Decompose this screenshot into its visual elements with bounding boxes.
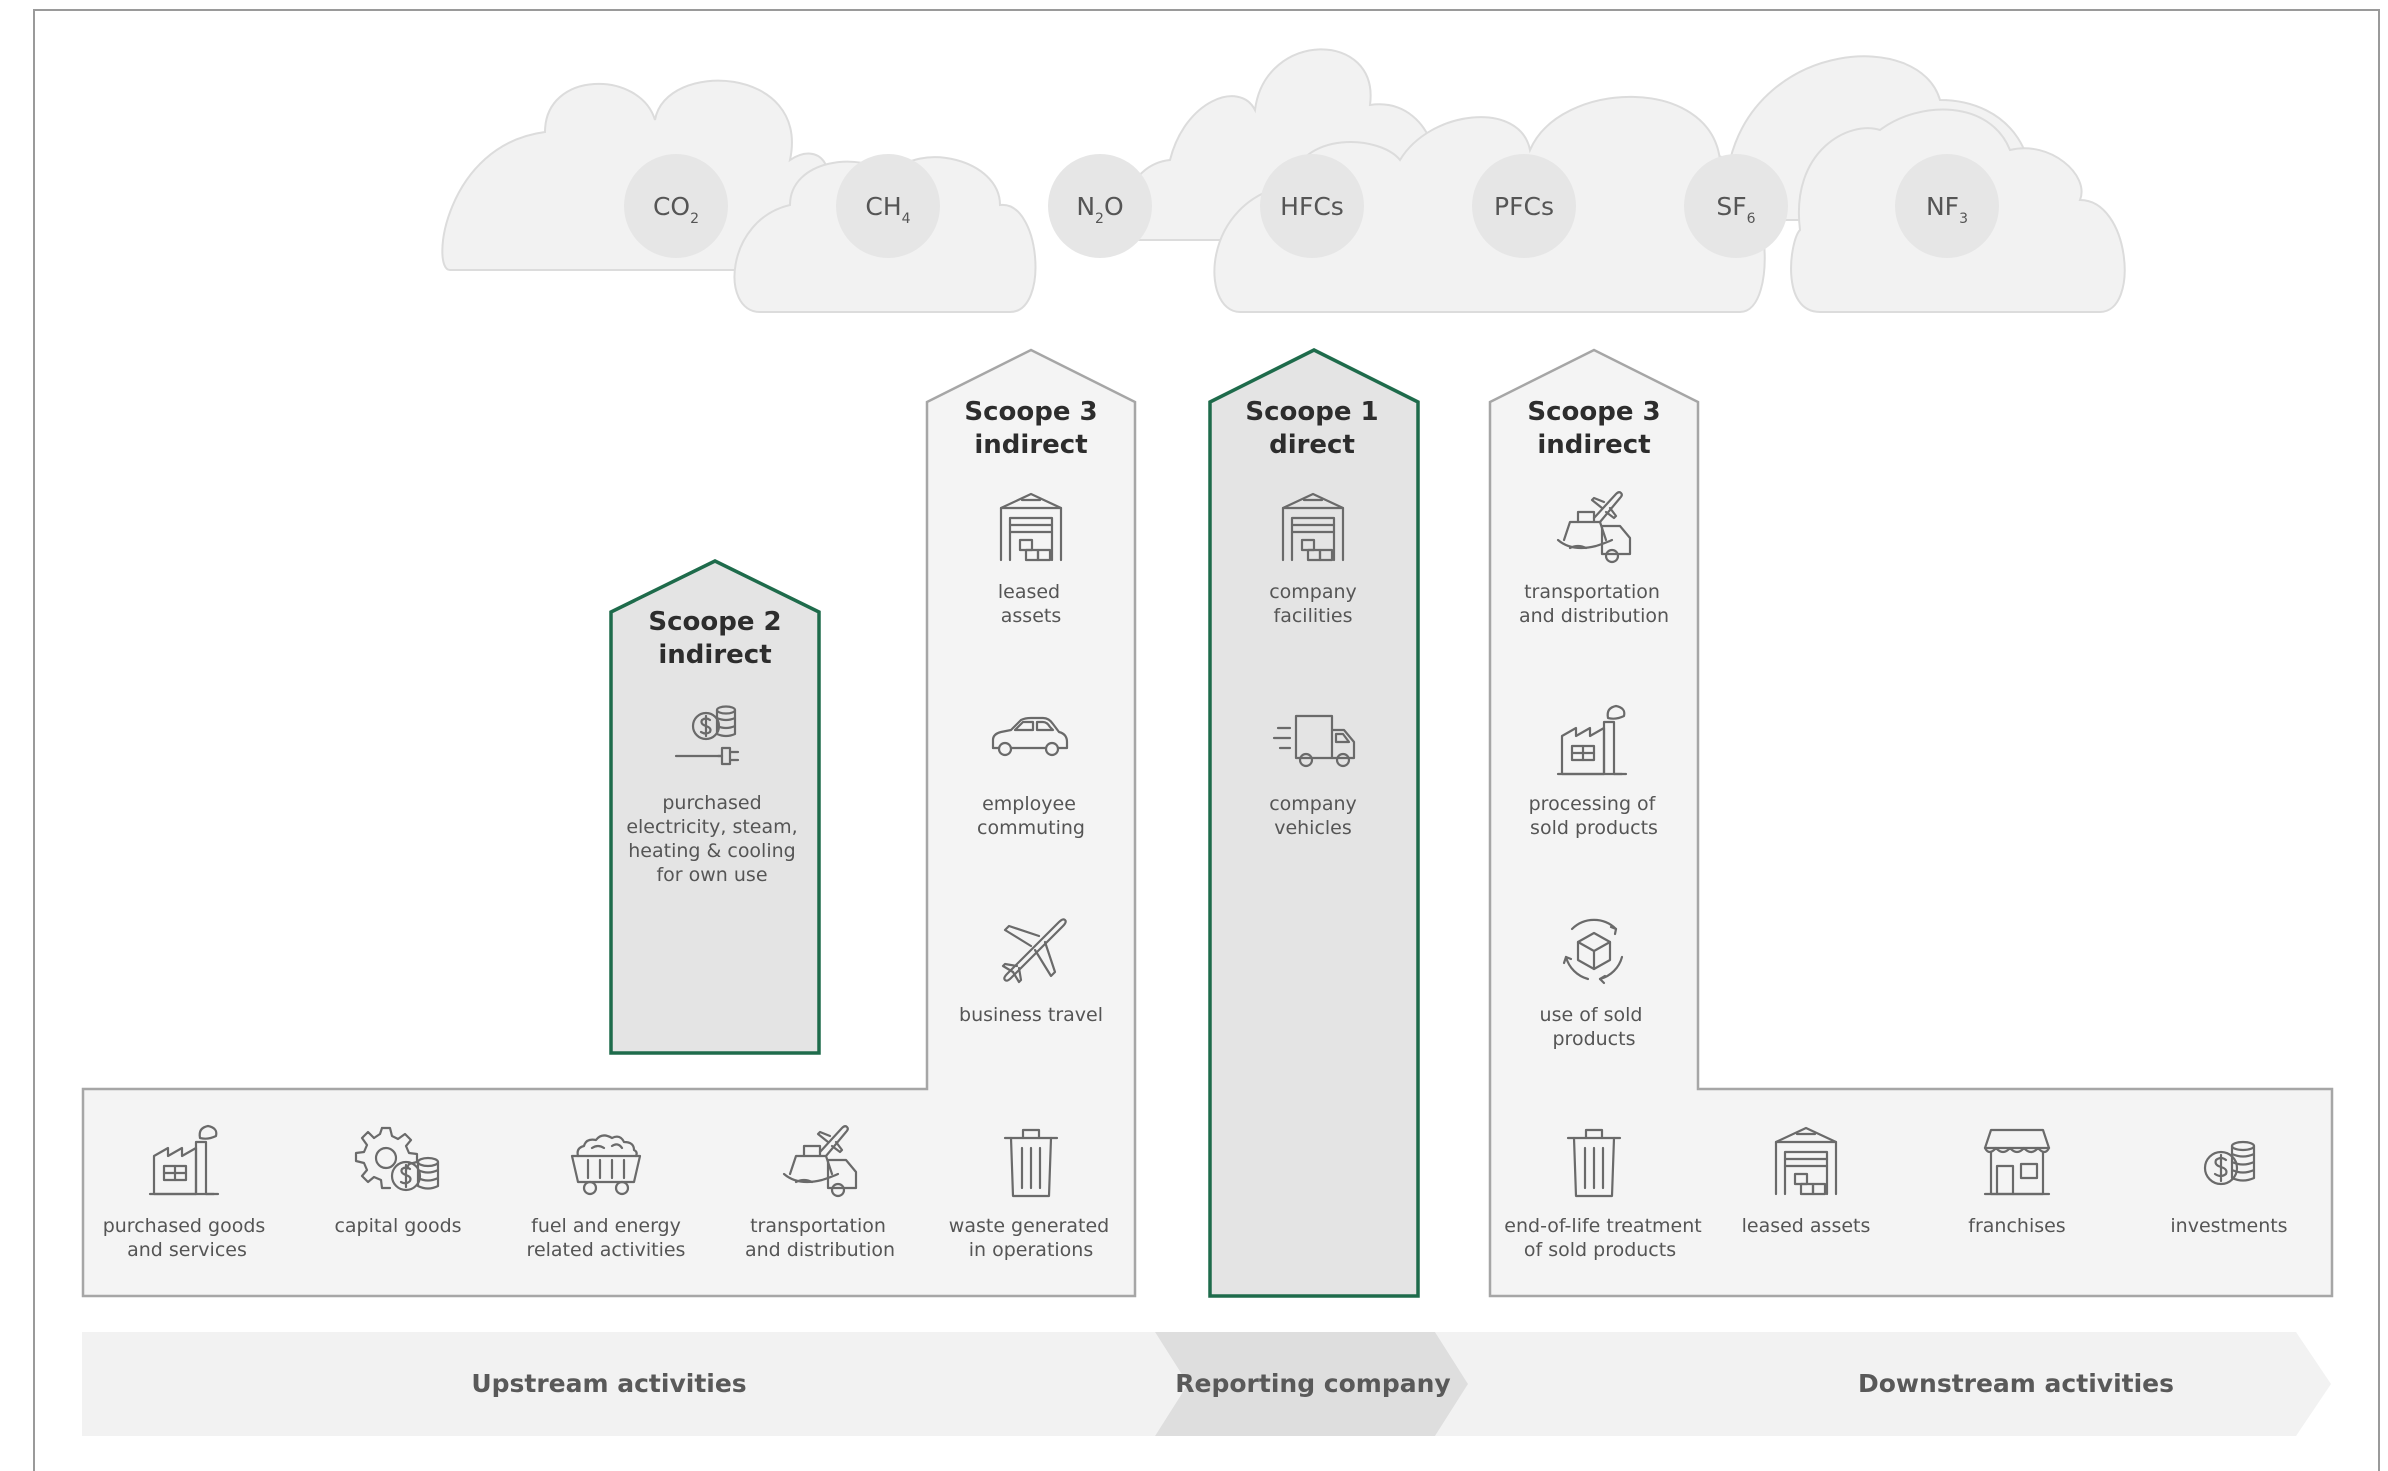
svg-text:of sold products: of sold products <box>1524 1239 1676 1261</box>
svg-text:indirect: indirect <box>974 430 1087 460</box>
item-fuel-energy: fuel and energy related activities <box>527 1134 686 1261</box>
svg-text:products: products <box>1553 1028 1636 1050</box>
item-employee-commuting: employee commuting <box>977 716 1085 839</box>
diagram-frame <box>33 9 2380 1471</box>
svg-text:fuel and energy: fuel and energy <box>531 1215 681 1237</box>
svg-text:Scoope 3: Scoope 3 <box>1527 397 1660 427</box>
item-leased-assets-downstream: leased assets <box>1742 1126 1871 1237</box>
svg-text:business travel: business travel <box>959 1004 1103 1026</box>
svg-text:vehicles: vehicles <box>1274 817 1352 839</box>
svg-text:end-of-life treatment: end-of-life treatment <box>1504 1215 1701 1237</box>
activity-band: Upstream activities Reporting company Do… <box>82 1332 2331 1436</box>
svg-text:SF6: SF6 <box>1716 192 1755 227</box>
scope2-panel <box>609 559 821 1055</box>
svg-text:NF3: NF3 <box>1926 192 1968 227</box>
svg-text:capital goods: capital goods <box>334 1215 461 1237</box>
svg-text:Scoope 1: Scoope 1 <box>1245 397 1378 427</box>
svg-text:CO2: CO2 <box>653 192 699 227</box>
scope3-downstream-panel <box>1488 348 2334 1298</box>
gas-nf3: NF3 <box>1895 154 1999 258</box>
svg-text:employee: employee <box>982 793 1076 815</box>
band-upstream <box>82 1332 1188 1436</box>
band-reporting <box>1155 1332 1468 1436</box>
svg-text:purchased goods: purchased goods <box>103 1215 266 1237</box>
svg-text:PFCs: PFCs <box>1494 192 1554 221</box>
item-franchises: franchises <box>1968 1128 2066 1237</box>
svg-text:heating & cooling: heating & cooling <box>628 840 795 862</box>
svg-text:transportation: transportation <box>750 1215 886 1237</box>
svg-text:commuting: commuting <box>977 817 1085 839</box>
scope3-upstream-title: Scoope 3 indirect <box>964 397 1097 460</box>
item-waste-generated: waste generated in operations <box>949 1128 1109 1261</box>
svg-text:leased assets: leased assets <box>1742 1215 1871 1237</box>
svg-text:use of sold: use of sold <box>1540 1004 1643 1026</box>
svg-text:waste generated: waste generated <box>949 1215 1109 1237</box>
gas-ch4: CH4 <box>836 154 940 258</box>
item-end-of-life: end-of-life treatment of sold products <box>1504 1128 1702 1261</box>
item-transport-upstream: transportation and distribution <box>745 1125 895 1261</box>
item-use-of-sold-products: use of sold products <box>1540 918 1643 1050</box>
gas-co2: CO2 <box>624 154 728 258</box>
svg-text:facilities: facilities <box>1274 605 1353 627</box>
band-reporting-label: Reporting company <box>1175 1369 1450 1398</box>
band-downstream <box>1435 1332 2331 1436</box>
scope3-downstream-title: Scoope 3 indirect <box>1527 397 1660 460</box>
gas-hfcs: HFCs <box>1260 154 1364 258</box>
item-purchased-electricity: purchased electricity, steam, heating & … <box>626 705 798 886</box>
svg-text:and services: and services <box>127 1239 247 1261</box>
svg-text:company: company <box>1269 581 1357 603</box>
svg-text:transportation: transportation <box>1524 581 1660 603</box>
svg-text:N2O: N2O <box>1076 192 1123 227</box>
svg-text:sold products: sold products <box>1530 817 1658 839</box>
scope1-panel <box>1208 348 1420 1298</box>
scope3-upstream-panel <box>81 348 1137 1298</box>
svg-text:franchises: franchises <box>1968 1215 2065 1237</box>
item-business-travel: business travel <box>959 918 1103 1026</box>
svg-text:indirect: indirect <box>1537 430 1650 460</box>
gas-n2o: N2O <box>1048 154 1152 258</box>
item-capital-goods: capital goods <box>334 1126 462 1237</box>
svg-text:and distribution: and distribution <box>745 1239 895 1261</box>
scope1-title: Scoope 1 direct <box>1245 397 1378 460</box>
svg-text:related activities: related activities <box>527 1239 686 1261</box>
band-downstream-label: Downstream activities <box>1858 1369 2174 1398</box>
item-transport-downstream: transportation and distribution <box>1519 491 1669 627</box>
svg-text:Scoope 2: Scoope 2 <box>648 607 781 637</box>
band-upstream-label: Upstream activities <box>471 1369 746 1398</box>
svg-text:CH4: CH4 <box>865 192 910 227</box>
svg-text:direct: direct <box>1269 430 1355 460</box>
svg-text:in operations: in operations <box>969 1239 1093 1261</box>
item-purchased-goods: purchased goods and services <box>103 1124 266 1261</box>
svg-text:investments: investments <box>2170 1215 2287 1237</box>
svg-text:Scoope 3: Scoope 3 <box>964 397 1097 427</box>
item-company-facilities: company facilities <box>1269 492 1357 627</box>
gas-sf6: SF6 <box>1684 154 1788 258</box>
svg-text:company: company <box>1269 793 1357 815</box>
svg-text:assets: assets <box>1001 605 1061 627</box>
item-investments: investments <box>2170 1140 2288 1237</box>
svg-text:processing of: processing of <box>1529 793 1657 815</box>
svg-text:and distribution: and distribution <box>1519 605 1669 627</box>
scope2-title: Scoope 2 indirect <box>648 607 781 670</box>
svg-text:for own use: for own use <box>656 864 767 886</box>
svg-text:indirect: indirect <box>658 640 771 670</box>
svg-text:leased: leased <box>998 581 1060 603</box>
svg-text:HFCs: HFCs <box>1280 192 1344 221</box>
item-company-vehicles: company vehicles <box>1269 714 1357 839</box>
svg-text:purchased: purchased <box>662 792 761 814</box>
item-processing-sold-products: processing of sold products <box>1529 704 1658 839</box>
svg-text:electricity, steam,: electricity, steam, <box>626 816 797 838</box>
gas-pfcs: PFCs <box>1472 154 1576 258</box>
item-leased-assets-upstream: leased assets <box>998 492 1063 627</box>
gas-bubbles: CO2 CH4 N2O HFCs PFCs SF6 NF3 <box>624 154 1999 258</box>
